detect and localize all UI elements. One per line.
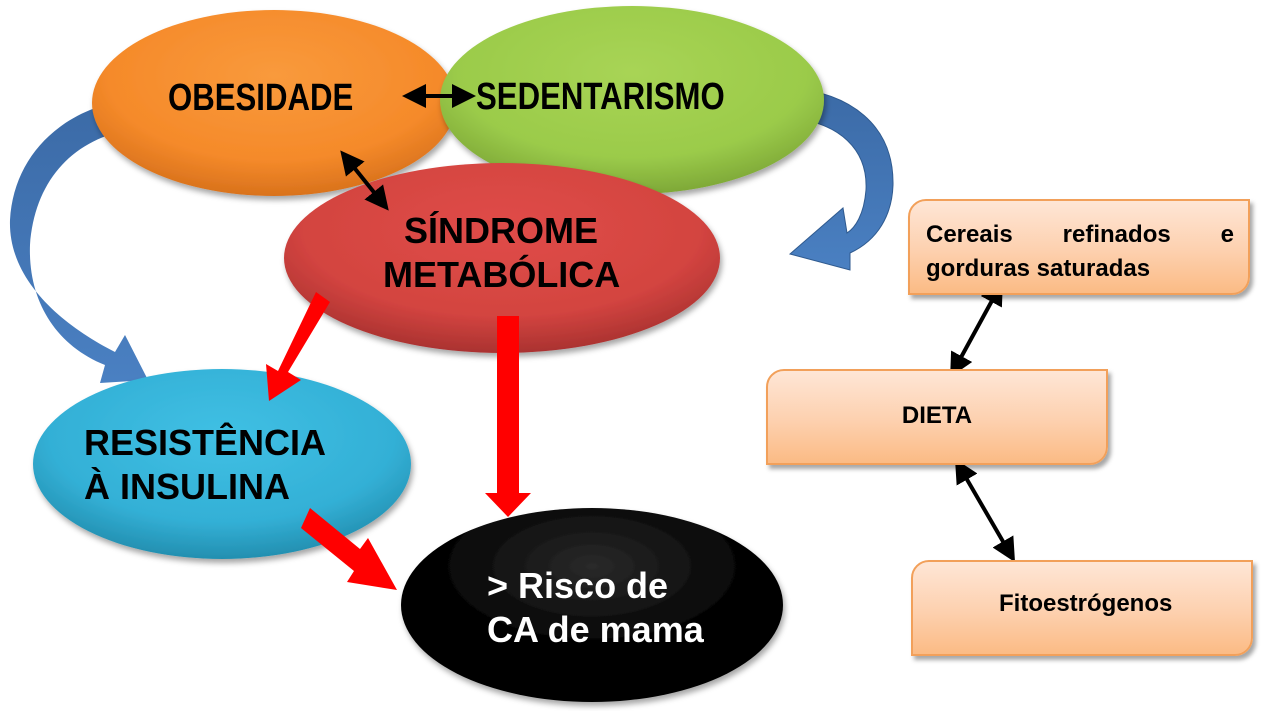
double-arrow-dieta-cereais — [950, 280, 1003, 378]
ellipse-risco-ca-mama — [401, 508, 783, 702]
red-arrow-sindrome-to-resistencia — [266, 292, 330, 401]
box-cereais-gorduras: Cereais refinados e gorduras saturadas — [908, 199, 1250, 295]
label-sindrome-line1: SÍNDROME — [404, 210, 599, 251]
fitoestrogenos-label: Fitoestrógenos — [999, 590, 1173, 617]
curved-arrow-obesidade-to-resistencia — [9, 97, 153, 383]
ellipse-resistencia-insulina — [33, 369, 411, 559]
curved-arrow-sedentarismo-to-dieta — [787, 87, 894, 271]
label-sindrome-line2: METABÓLICA — [383, 254, 621, 295]
cereais-word-3: e — [1220, 221, 1234, 248]
ellipse-sindrome-metabolica — [284, 163, 720, 353]
double-arrow-obesidade-sindrome — [340, 150, 389, 211]
label-risco-line1: > Risco de — [487, 565, 669, 606]
box-fitoestrogenos: Fitoestrógenos — [911, 560, 1253, 656]
label-resistencia-line1: RESISTÊNCIA — [84, 422, 327, 463]
label-risco-line2: CA de mama — [487, 609, 704, 650]
cereais-word-1: Cereais — [926, 221, 1013, 248]
box-dieta: DIETA — [766, 369, 1108, 465]
double-arrow-dieta-fitoestrogenos — [954, 458, 1016, 563]
red-arrow-sindrome-to-risco — [485, 316, 531, 517]
label-resistencia-line2: À INSULINA — [84, 466, 290, 507]
cereais-line-2: gorduras saturadas — [926, 255, 1151, 282]
label-obesidade: OBESIDADE — [168, 77, 354, 119]
cereais-word-2: refinados — [1062, 221, 1171, 248]
red-arrow-resistencia-to-risco — [301, 508, 397, 590]
ellipse-sedentarismo — [440, 6, 824, 194]
label-sedentarismo: SEDENTARISMO — [476, 76, 725, 118]
ellipse-obesidade — [92, 10, 456, 196]
dieta-label: DIETA — [901, 402, 973, 429]
